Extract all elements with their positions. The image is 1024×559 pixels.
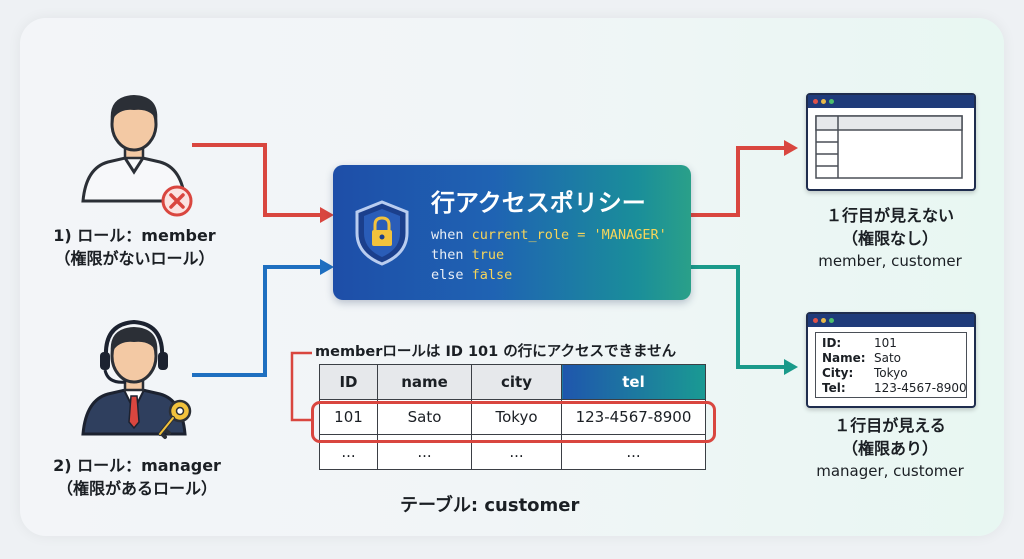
hidden-arrowhead [784, 140, 798, 156]
record-id: ID:101 [822, 336, 897, 350]
visible-result-label: １行目が見える （権限あり） manager, customer [792, 414, 988, 483]
cell-id: 101 [319, 399, 378, 435]
code-else-value: false [471, 267, 513, 283]
visible-line2: （権限あり） [841, 439, 938, 458]
manager-role-label: 2) ロール：manager （権限があるロール） [42, 454, 232, 500]
cell-tel: 123-4567-8900 [561, 399, 706, 435]
manager-role-desc: （権限があるロール） [56, 479, 217, 498]
visible-who: manager, customer [816, 462, 964, 480]
policy-to-visible-arrow [691, 265, 784, 369]
code-condition: current_role = 'MANAGER' [471, 227, 667, 243]
policy-title: 行アクセスポリシー [431, 189, 646, 217]
policy-to-hidden-arrow [691, 146, 784, 217]
diagram-card: 1) ロール：member （権限がないロール） 2) ロール：manager … [20, 18, 1004, 536]
code-then: then [431, 247, 472, 263]
code-else: else [431, 267, 472, 283]
hidden-line1: １行目が見えない [825, 206, 954, 225]
empty-grid [815, 115, 963, 179]
window-title-bar [808, 95, 974, 108]
header-city: city [471, 364, 562, 400]
restricted-row-highlight [311, 401, 716, 443]
window-title-bar [808, 314, 974, 327]
record-name: Name:Sato [822, 351, 902, 365]
member-to-policy-arrow [192, 143, 320, 217]
code-then-value: true [471, 247, 505, 263]
manager-to-policy-arrow [192, 265, 320, 377]
key-icon [158, 399, 192, 439]
visible-line1: １行目が見える [834, 416, 946, 435]
member-role-label: 1) ロール：member （権限がないロール） [42, 224, 227, 270]
hidden-result-window [806, 93, 976, 191]
header-id: ID [319, 364, 378, 400]
hidden-who: member, customer [818, 252, 962, 270]
access-note: memberロールは ID 101 の行にアクセスできません [315, 344, 677, 360]
visible-arrowhead [784, 359, 798, 375]
table-caption: テーブル: customer [400, 495, 580, 516]
header-name: name [377, 364, 472, 400]
policy-code: when current_role = 'MANAGER' then true … [431, 225, 667, 285]
visible-result-window: ID:101 Name:Sato City:Tokyo Tel:123-4567… [806, 312, 976, 408]
record-tel: Tel:123-4567-8900 [822, 381, 967, 395]
hidden-result-label: １行目が見えない （権限なし） member, customer [792, 204, 988, 273]
member-arrowhead [320, 207, 334, 223]
manager-role-name: 2) ロール：manager [53, 456, 221, 475]
manager-avatar-icon [81, 319, 187, 436]
code-when: when [431, 227, 472, 243]
hidden-line2: （権限なし） [841, 229, 938, 248]
table-header-row: ID name city tel [319, 364, 706, 400]
row-access-policy-box: 行アクセスポリシー when current_role = 'MANAGER' … [333, 165, 691, 300]
deny-x-icon [161, 185, 193, 217]
manager-arrowhead [320, 259, 334, 275]
shield-lock-icon [355, 200, 409, 266]
table-row: 101 Sato Tokyo 123-4567-8900 [319, 399, 706, 435]
cell-city: Tokyo [471, 399, 562, 435]
record-city: City:Tokyo [822, 366, 908, 380]
header-tel: tel [561, 364, 706, 400]
member-role-desc: （権限がないロール） [54, 249, 215, 268]
member-avatar-icon [81, 95, 187, 203]
member-role-name: 1) ロール：member [53, 226, 216, 245]
connector-arrows [192, 140, 798, 422]
cell-name: Sato [377, 399, 472, 435]
note-pointer-line [290, 351, 312, 422]
record-panel: ID:101 Name:Sato City:Tokyo Tel:123-4567… [815, 332, 967, 398]
